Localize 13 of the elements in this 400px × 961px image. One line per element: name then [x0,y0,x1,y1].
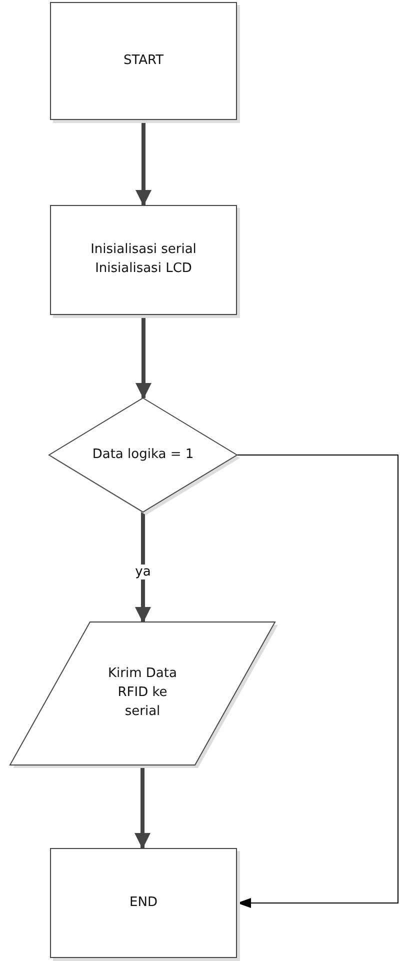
node-text: END [130,894,158,912]
node-text: Inisialisasi serial Inisialisasi LCD [90,241,198,278]
process-box [50,848,237,958]
edge-label: ya [133,564,153,580]
process-box [50,2,237,120]
arrow [236,454,398,908]
process-box [50,205,237,315]
node-text: Data logika = 1 [92,446,194,464]
arrow [136,120,152,206]
node-text: START [123,52,164,70]
node-text: Kirim Data RFID ke serial [107,665,178,721]
arrow [135,512,151,623]
arrow [136,315,152,399]
